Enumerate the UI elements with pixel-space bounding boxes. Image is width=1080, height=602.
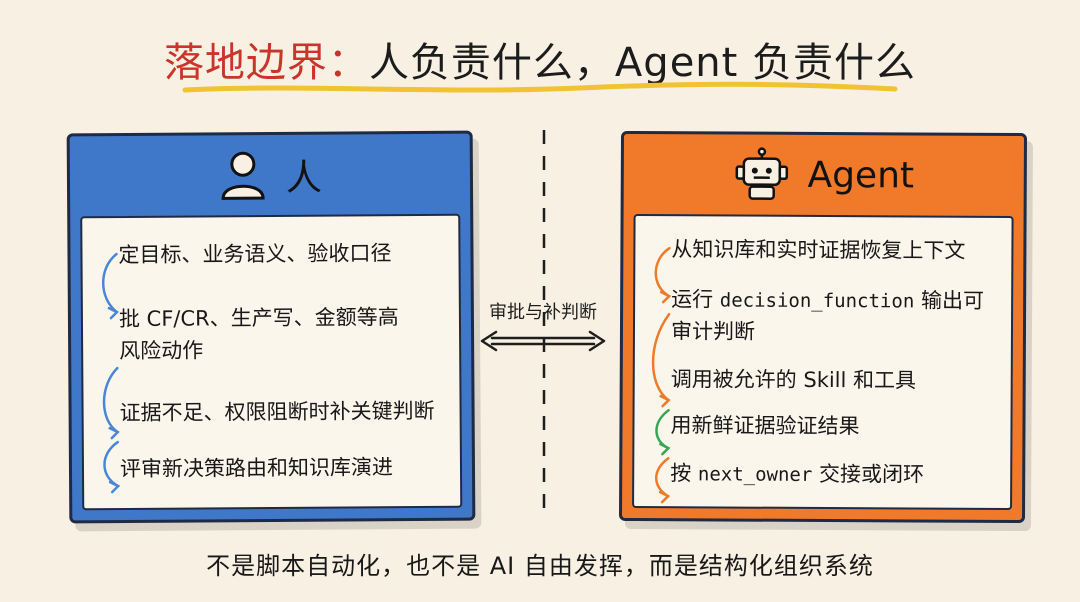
agent-item-4: 用新鲜证据验证结果 xyxy=(670,413,860,439)
center-divider xyxy=(542,130,546,520)
double-arrow-icon xyxy=(480,330,606,352)
footer-caption: 不是脚本自动化，也不是 AI 自由发挥，而是结构化组织系统 xyxy=(206,552,874,580)
agent-panel: Agent 从知识库和实时证据恢复上下文 运行 decision_functio… xyxy=(618,130,1028,524)
agent-item-5-code: next_owner xyxy=(697,463,813,486)
title-underline xyxy=(182,81,898,93)
robot-icon xyxy=(735,147,788,200)
human-item-2-cont: 风险动作 xyxy=(119,338,204,364)
human-item-1: 定目标、业务语义、验收口径 xyxy=(118,241,392,268)
agent-panel-body: 从知识库和实时证据恢复上下文 运行 decision_function 输出可 … xyxy=(632,214,1014,510)
agent-item-5-suffix: 交接或闭环 xyxy=(818,461,925,487)
human-panel-title: 人 xyxy=(285,157,323,199)
human-panel-header: 人 xyxy=(70,134,471,217)
human-panel-body: 定目标、业务语义、验收口径 批 CF/CR、生产写、金额等高 风险动作 证据不足… xyxy=(80,213,463,511)
agent-item-5: 按 next_owner 交接或闭环 xyxy=(670,458,1004,492)
agent-item-2-cont: 审计判断 xyxy=(670,319,756,344)
approval-label: 审批与补判断 xyxy=(489,302,597,323)
agent-item-2-suffix: 输出可 xyxy=(920,288,985,313)
agent-panel-header: Agent xyxy=(624,134,1024,216)
page-title: 落地边界：人负责什么，Agent 负责什么 xyxy=(0,30,1080,88)
agent-item-2-prefix: 运行 xyxy=(671,287,714,312)
agent-item-3: 调用被允许的 Skill 和工具 xyxy=(670,367,917,393)
agent-item-5-prefix: 按 xyxy=(670,461,692,486)
agent-item-2: 运行 decision_function 输出可 xyxy=(671,284,1005,318)
human-item-3: 证据不足、权限阻断时补关键判断 xyxy=(119,398,435,426)
title-rest: 人负责什么，Agent 负责什么 xyxy=(368,40,917,86)
human-item-2: 批 CF/CR、生产写、金额等高 xyxy=(118,305,399,332)
title-accent: 落地边界： xyxy=(163,40,369,86)
human-item-4: 评审新决策路由和知识库演进 xyxy=(119,455,394,482)
agent-panel-title: Agent xyxy=(807,154,915,196)
human-panel: 人 定目标、业务语义、验收口径 批 CF/CR、生产写、金额等高 风险动作 证据… xyxy=(66,130,476,524)
agent-item-1: 从知识库和实时证据恢复上下文 xyxy=(671,237,966,263)
agent-item-2-code: decision_function xyxy=(719,289,915,313)
human-flow-arrows xyxy=(102,252,121,494)
agent-flow-arrows xyxy=(651,246,672,504)
person-icon xyxy=(221,151,265,200)
